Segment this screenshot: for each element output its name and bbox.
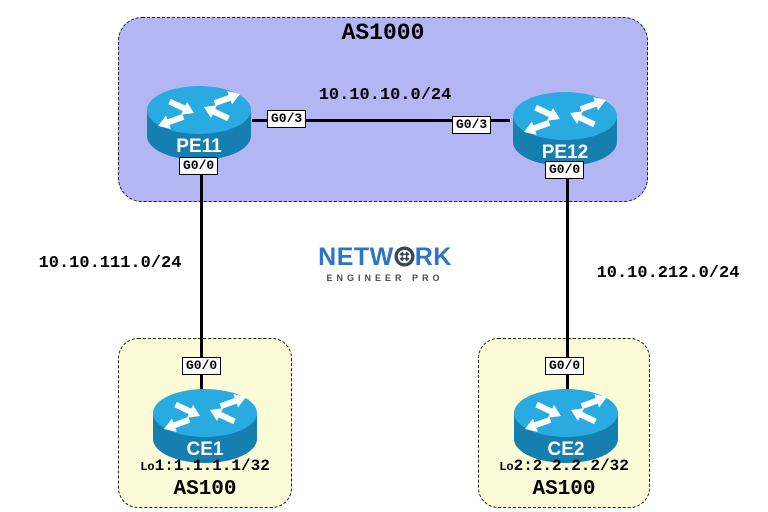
router-ce2: CE2 <box>504 383 628 469</box>
loopback-prefix: Lo <box>140 460 155 474</box>
logo-wordmark: NETW RK <box>300 245 470 272</box>
loopback-value: 2:2.2.2.2/32 <box>513 457 629 475</box>
router-pe12: PE12 <box>503 86 627 172</box>
loopback-prefix: Lo <box>499 460 514 474</box>
interface-badge-pe11-g03: G0/3 <box>267 110 307 128</box>
as100-left-label: AS100 <box>173 478 237 501</box>
router-ce2-label: CE2 <box>547 439 585 460</box>
interface-badge-ce2-g00: G0/0 <box>545 357 585 375</box>
router-pe11-label: PE11 <box>176 136 222 157</box>
router-ce1-label: CE1 <box>186 439 224 460</box>
router-pe12-label: PE12 <box>541 142 589 163</box>
loopback-value: 1:1.1.1.1/32 <box>154 457 270 475</box>
subnet-label-core: 10.10.10.0/24 <box>318 86 452 105</box>
logo-word-right: RK <box>414 243 452 271</box>
interface-badge-pe12-g03: G0/3 <box>452 116 492 134</box>
as100-right-label: AS100 <box>532 478 596 501</box>
subnet-label-left: 10.10.111.0/24 <box>38 254 182 273</box>
link-pe12-ce2 <box>566 152 569 402</box>
interface-badge-pe12-g00: G0/0 <box>545 161 585 179</box>
link-pe11-pe12 <box>252 119 510 122</box>
as1000-label: AS1000 <box>341 20 425 46</box>
link-pe11-ce1 <box>200 150 203 402</box>
subnet-label-right: 10.10.212.0/24 <box>596 264 740 283</box>
loopback-label-ce2: Lo2:2.2.2.2/32 <box>470 457 658 475</box>
interface-badge-ce1-g00: G0/0 <box>182 357 222 375</box>
router-pe11: PE11 <box>137 80 261 166</box>
loopback-label-ce1: Lo1:1.1.1.1/32 <box>112 457 298 475</box>
logo-subtitle: ENGINEER PRO <box>326 273 444 283</box>
network-engineer-pro-logo: NETW RK ENGINEER PRO <box>300 245 470 284</box>
logo-word-left: NETW <box>318 243 394 271</box>
interface-badge-pe11-g00: G0/0 <box>179 157 219 175</box>
gear-icon <box>394 246 415 272</box>
router-ce1: CE1 <box>143 383 267 469</box>
